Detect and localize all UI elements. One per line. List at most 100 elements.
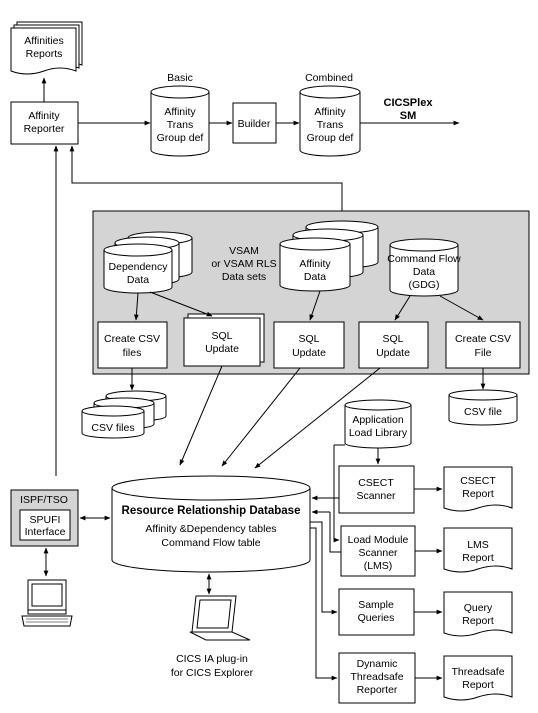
csv-file-label: CSV file [464, 406, 502, 418]
app-load-library-label-1: Application [352, 414, 404, 426]
query-report-doc: Query Report [443, 591, 513, 637]
create-csv-file-box: Create CSV File [445, 321, 521, 369]
command-flow-label-1: Command Flow [387, 253, 461, 265]
lms-report-label-2: Report [462, 552, 494, 564]
csect-scanner-box: CSECT Scanner [338, 465, 415, 514]
query-report-label-2: Report [462, 615, 494, 627]
sql-update-3-label-2: Update [376, 347, 410, 359]
dependency-data-label-2: Data [127, 274, 149, 286]
laptop-icon [189, 595, 251, 641]
query-report-label-1: Query [464, 602, 493, 614]
threadsafe-reporter-label-1: Dynamic [357, 658, 398, 670]
builder-label: Builder [238, 118, 271, 130]
arrow-cmd-to-sql3 [394, 295, 411, 321]
lms-report-doc: LMS Report [443, 527, 513, 573]
arrow-aff-to-sql2 [309, 290, 321, 321]
affinities-reports-document: Affinities Reports [10, 21, 83, 75]
lms-report-label-1: LMS [467, 539, 489, 551]
threadsafe-report-label-2: Report [462, 679, 494, 691]
cics-ia-label-1: CICS IA plug-in [176, 653, 248, 665]
basic-affinity-trans-group-db: Basic Affinity Trans Group def [150, 72, 210, 157]
arrow-sql3-to-rrdb [254, 367, 381, 469]
create-csv-file-label-1: Create CSV [455, 333, 511, 345]
application-load-library-db: Application Load Library [344, 399, 412, 449]
spufi-label-2: Interface [25, 526, 66, 538]
basic-db-label-1: Affinity [164, 106, 196, 118]
threadsafe-report-doc: Threadsafe Report [443, 655, 513, 701]
vsam-note-2: or VSAM RLS [211, 258, 276, 270]
combined-db-label-1: Affinity [314, 106, 346, 118]
sample-queries-label-2: Queries [358, 612, 395, 624]
command-flow-data-db: Command Flow Data (GDG) [387, 238, 461, 297]
csect-scanner-label-1: CSECT [358, 477, 394, 489]
sql-update-2-label-2: Update [292, 347, 326, 359]
ispf-tso-box: ISPF/TSO SPUFI Interface [10, 489, 79, 547]
sql-update-box-1: SQL Update [183, 313, 265, 367]
affinity-data-label-2: Data [304, 271, 326, 283]
arrow-panel-to-reporter [69, 145, 343, 211]
affinity-reporter-box: Affinity Reporter [10, 101, 79, 145]
arrow-sql1-to-rrdb [179, 365, 223, 466]
lms-label-2: Scanner [358, 547, 398, 559]
sql-update-box-2: SQL Update [273, 321, 345, 369]
sql-update-box-3: SQL Update [358, 321, 429, 369]
lms-label-3: (LMS) [364, 560, 393, 572]
combined-db-label-3: Group def [307, 132, 354, 144]
rrdb-sub-2: Command Flow table [161, 537, 260, 549]
dependency-data-db: Dependency Data [103, 231, 193, 294]
load-module-scanner-box: Load Module Scanner (LMS) [340, 525, 416, 577]
builder-box: Builder [232, 102, 277, 144]
arrow-rrdb-to-queries [310, 521, 338, 615]
rrdb-lms-link [329, 512, 341, 553]
arrow-sql2-to-rrdb [221, 367, 301, 467]
combined-affinity-trans-group-db: Combined Affinity Trans Group def [299, 72, 361, 157]
sample-queries-label-1: Sample [358, 599, 394, 611]
basic-db-label-3: Group def [157, 132, 204, 144]
create-csv-file-label-2: File [475, 347, 492, 359]
sql-update-1-label-2: Update [205, 343, 239, 355]
cicsplex-label-2: SM [400, 110, 417, 122]
affinity-data-db: Affinity Data [279, 220, 379, 292]
arrow-dep-to-sql1 [149, 291, 213, 317]
create-csv-files-label-2: files [123, 347, 142, 359]
csv-file-db: CSV file [448, 389, 518, 426]
arrow-cmd-to-csvfile [439, 295, 484, 321]
rrdb-sub-1: Affinity &Dependency tables [145, 523, 276, 535]
ispf-tso-label: ISPF/TSO [20, 494, 68, 506]
combined-db-label-2: Trans [317, 119, 343, 131]
create-csv-files-label-1: Create CSV [104, 333, 160, 345]
csv-files-label: CSV files [91, 422, 134, 434]
rrdb-title: Resource Relationship Database [122, 505, 301, 517]
sql-update-2-label-1: SQL [298, 333, 319, 345]
csect-report-label-2: Report [462, 488, 494, 500]
command-flow-label-2: Data [413, 266, 435, 278]
dependency-data-label-1: Dependency [109, 261, 169, 273]
spufi-label-1: SPUFI [30, 514, 61, 526]
csect-report-doc: CSECT Report [443, 466, 513, 512]
lms-label-1: Load Module [348, 534, 409, 546]
basic-db-label-2: Trans [167, 119, 193, 131]
threadsafe-reporter-label-2: Threadsafe [350, 671, 403, 683]
cics-ia-label-2: for CICS Explorer [171, 667, 254, 679]
affinities-reports-label-2: Reports [26, 48, 63, 60]
sample-queries-box: Sample Queries [338, 588, 415, 636]
csect-scanner-label-2: Scanner [356, 490, 396, 502]
affinity-data-label-1: Affinity [299, 258, 331, 270]
command-flow-label-3: (GDG) [409, 279, 440, 291]
arrow-rrdb-to-threadsafe [310, 527, 338, 681]
arrow-dep-to-csv [134, 292, 139, 321]
basic-title: Basic [167, 72, 193, 84]
terminal-icon [21, 579, 73, 627]
threadsafe-reporter-box: Dynamic Threadsafe Reporter [338, 652, 416, 704]
cicsplex-label-1: CICSPlex [384, 97, 434, 109]
vsam-note-1: VSAM [229, 245, 259, 257]
threadsafe-report-label-1: Threadsafe [451, 666, 504, 678]
create-csv-files-box: Create CSV files [97, 321, 168, 369]
csv-files-db: CSV files [81, 390, 167, 439]
sql-update-1-label-1: SQL [211, 330, 232, 342]
affinities-reports-label-1: Affinities [24, 35, 64, 47]
csect-report-label-1: CSECT [460, 475, 496, 487]
affinity-reporter-label-1: Affinity [28, 110, 60, 122]
app-load-library-label-2: Load Library [349, 427, 408, 439]
affinity-reporter-label-2: Reporter [24, 123, 65, 135]
